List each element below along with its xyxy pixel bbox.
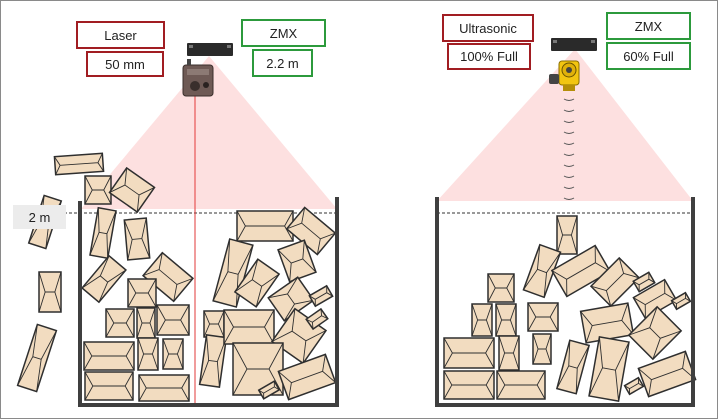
box-icon <box>556 215 578 255</box>
box-icon <box>257 380 281 400</box>
right-bin <box>435 197 695 407</box>
box-icon <box>83 341 135 371</box>
box-icon <box>487 273 515 303</box>
box-icon <box>305 307 329 331</box>
ultrasonic-reading: 100% Full <box>447 43 531 70</box>
sound-wave-arc <box>563 197 575 200</box>
laser-label: Laser <box>76 21 165 49</box>
box-icon <box>198 334 228 388</box>
box-icon <box>203 310 225 338</box>
laser-reading: 50 mm <box>86 51 164 77</box>
sound-wave-arc <box>563 142 575 145</box>
fill-level-label: 2 m <box>13 205 66 229</box>
box-icon <box>127 278 157 308</box>
box-icon <box>138 374 190 402</box>
sound-wave-arc <box>563 175 575 178</box>
box-icon <box>156 304 190 336</box>
sound-wave-arc <box>563 164 575 167</box>
box-icon <box>498 335 520 371</box>
box-icon <box>137 337 159 371</box>
right-zmx-label: ZMX <box>606 12 691 40</box>
box-icon <box>522 243 562 299</box>
box-icon <box>527 302 559 332</box>
box-icon <box>471 303 493 337</box>
box-icon <box>212 238 254 308</box>
box-icon <box>81 254 127 304</box>
box-icon <box>105 308 135 338</box>
box-icon <box>277 353 337 401</box>
sound-wave-arc <box>563 186 575 189</box>
box-icon <box>623 376 645 396</box>
box-icon <box>223 309 275 345</box>
box-icon <box>532 333 552 365</box>
box-icon <box>496 370 546 400</box>
box-icon <box>277 239 317 283</box>
box-icon <box>308 284 334 308</box>
box-icon <box>162 338 184 370</box>
box-icon <box>108 166 156 214</box>
box-icon <box>89 206 117 260</box>
left-bin <box>78 197 339 407</box>
box-icon <box>38 271 62 313</box>
box-icon <box>16 323 58 393</box>
sound-wave-arc <box>563 98 575 101</box>
box-icon <box>236 210 294 242</box>
left-zmx-reading: 2.2 m <box>252 49 313 77</box>
left-zmx-label: ZMX <box>241 19 326 47</box>
ultrasonic-label: Ultrasonic <box>442 14 534 42</box>
right-zmx-reading: 60% Full <box>606 42 691 70</box>
box-icon <box>232 342 284 396</box>
sound-wave-arc <box>563 109 575 112</box>
right-zmx-cone <box>437 49 693 201</box>
box-icon <box>670 291 692 311</box>
box-icon <box>579 302 635 344</box>
sound-wave-arc <box>563 131 575 134</box>
box-icon <box>233 258 281 308</box>
box-icon <box>589 256 641 308</box>
laser-sensor-icon <box>182 59 214 97</box>
box-icon <box>637 350 697 398</box>
zmx-sensor-icon <box>551 38 597 51</box>
box-icon <box>495 303 517 337</box>
left-zmx-cone <box>81 56 337 209</box>
box-pile <box>16 152 697 403</box>
box-icon <box>84 175 112 205</box>
zmx-sensor-icon <box>187 43 233 56</box>
box-icon <box>443 370 495 400</box>
box-icon <box>627 305 683 361</box>
box-icon <box>632 278 678 320</box>
box-icon <box>123 217 151 261</box>
sound-wave-arc <box>563 153 575 156</box>
box-icon <box>267 276 315 322</box>
ultrasonic-waves <box>563 98 575 200</box>
box-icon <box>443 337 495 369</box>
box-icon <box>588 335 630 403</box>
box-icon <box>632 271 656 293</box>
box-icon <box>84 371 134 401</box>
box-icon <box>555 339 591 395</box>
box-icon <box>53 152 105 176</box>
box-icon <box>136 307 156 339</box>
box-icon <box>141 251 195 303</box>
box-icon <box>550 244 612 298</box>
sound-wave-arc <box>563 120 575 123</box>
ultrasonic-sensor-icon <box>549 60 580 91</box>
